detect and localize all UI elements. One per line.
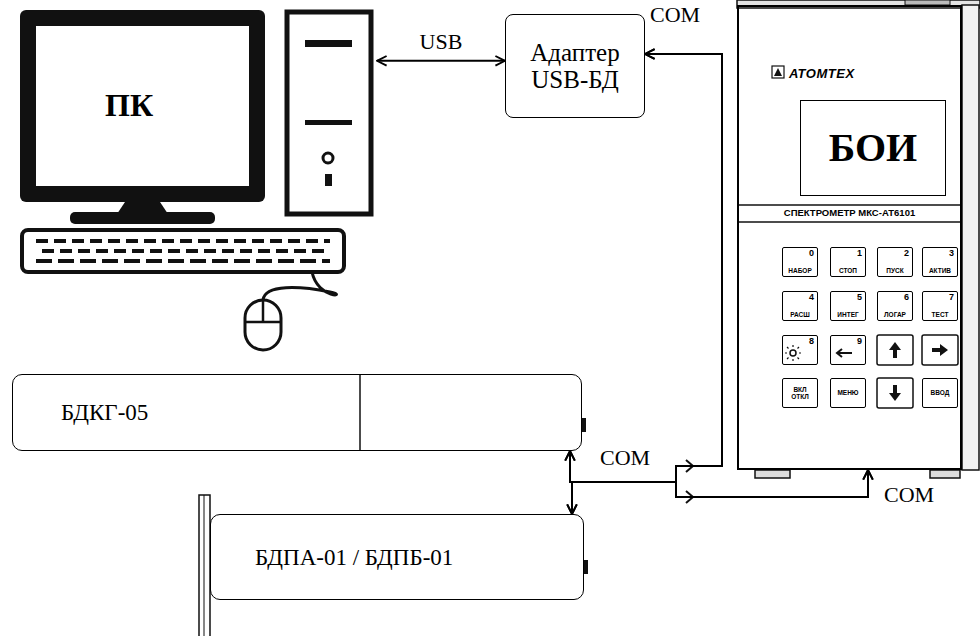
keypad-key-text: 4 xyxy=(809,293,814,302)
keypad-key-text: 0 xyxy=(809,249,814,258)
keypad-key: 3АКТИВ xyxy=(922,247,958,277)
edge-label: USB xyxy=(418,31,465,53)
keyboard xyxy=(22,230,344,272)
keypad-key: 8 xyxy=(782,335,818,365)
keypad-key: 6ЛОГАР xyxy=(877,291,913,321)
mouse xyxy=(245,272,336,350)
keypad-key-text: 3 xyxy=(949,249,954,258)
keypad-key-text: НАБОР xyxy=(783,268,817,275)
detector-box: БДПА-01 / БДПБ-01 xyxy=(210,514,584,600)
detector-details xyxy=(199,375,588,636)
spectrometer-unit-text: СПЕКТРОМЕТР МКС-АТ6101 xyxy=(739,208,960,218)
keypad-key: ВВОД xyxy=(922,378,958,408)
keypad-key-text: МЕНЮ xyxy=(837,389,858,396)
keypad-key-text: ВКЛ ОТКЛ xyxy=(788,386,812,400)
keypad-key-text: 9 xyxy=(857,337,862,346)
keypad-key-text: 2 xyxy=(904,249,909,258)
keypad-key: 7ТЕСТ xyxy=(922,291,958,321)
keypad-key-text: 1 xyxy=(857,249,862,258)
adapter-box: Адаптер USB-БД xyxy=(505,14,645,118)
keypad-key: МЕНЮ xyxy=(830,378,866,408)
cable-connector xyxy=(570,54,722,482)
adapter-box-text: Адаптер USB-БД xyxy=(510,39,640,93)
keypad-key-text: ТЕСТ xyxy=(923,312,957,319)
keypad-key: ВКЛ ОТКЛ xyxy=(782,378,818,408)
keypad-key-text: 6 xyxy=(904,293,909,302)
keypad-key-text: ВВОД xyxy=(931,389,950,396)
keypad-key-text: ПУСК xyxy=(878,268,912,275)
keypad-key-text: 7 xyxy=(949,293,954,302)
cable-connector xyxy=(377,60,505,62)
keypad-key: 5ИНТЕГ xyxy=(830,291,866,321)
keypad-key-text: СТОП xyxy=(831,268,865,275)
keypad-key: 1СТОП xyxy=(830,247,866,277)
display-screen-text: БОИ xyxy=(829,128,917,168)
keypad-key-text: ЛОГАР xyxy=(878,312,912,319)
keypad-key: 2ПУСК xyxy=(877,247,913,277)
keypad-key: 4РАСШ xyxy=(782,291,818,321)
keypad-key: 0НАБОР xyxy=(782,247,818,277)
cable-connector xyxy=(572,54,722,514)
keypad-key: 9 xyxy=(830,335,866,365)
system-unit xyxy=(287,12,371,214)
port-label: COM xyxy=(882,484,936,506)
port-label: COM xyxy=(648,4,702,26)
detector-box-text: БДКГ-05 xyxy=(61,401,148,424)
keypad-key-text: ИНТЕГ xyxy=(831,312,865,319)
computer: ПК xyxy=(15,5,377,227)
key-symbols xyxy=(785,335,958,408)
keypad-key-text: РАСШ xyxy=(783,312,817,319)
spectrometer-unit-text: АТОМТЕХ xyxy=(789,67,855,80)
keypad-key-text: АКТИВ xyxy=(923,268,957,275)
device-housing xyxy=(737,0,980,478)
monitor xyxy=(20,10,265,224)
detector-box-text: БДПА-01 / БДПБ-01 xyxy=(255,546,453,569)
detector-box: БДКГ-05 xyxy=(12,374,582,451)
cable-connector xyxy=(572,470,868,514)
spectrometer-unit: АТОМТЕХ СПЕКТРОМЕТР МКС-АТ6101 БОИ 0НАБОР 1С… xyxy=(737,5,962,470)
port-label: COM xyxy=(598,447,652,469)
keypad-key-text: 8 xyxy=(809,337,814,346)
display-screen: БОИ xyxy=(800,100,946,196)
keypad-key-text: 5 xyxy=(857,293,862,302)
computer-text: ПК xyxy=(105,89,153,121)
